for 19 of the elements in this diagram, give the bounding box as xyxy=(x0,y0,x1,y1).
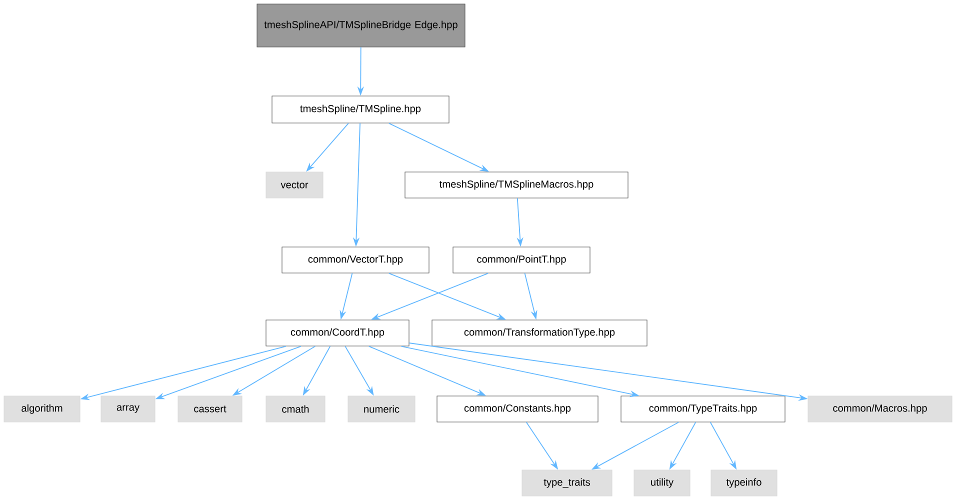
file-box: tmeshSpline/TMSpline.hpp xyxy=(272,96,450,124)
system-header-box: typeinfo xyxy=(710,470,778,496)
file-box: common/VectorT.hpp xyxy=(282,246,430,274)
system-header-box: common/Macros.hpp xyxy=(808,396,952,422)
file-box: tmeshSpline/TMSplineMacros.hpp xyxy=(404,172,628,198)
system-header-box: cmath xyxy=(266,396,326,422)
file-box: common/CoordT.hpp xyxy=(266,320,410,346)
system-header-box: numeric xyxy=(348,396,416,422)
file-box: common/PointT.hpp xyxy=(452,246,590,274)
system-header-box: algorithm xyxy=(4,396,80,422)
root-file-box: tmeshSplineAPI/TMSplineBridge Edge.hpp xyxy=(256,4,466,48)
file-box: common/Constants.hpp xyxy=(436,396,598,422)
system-header-box: utility xyxy=(634,470,690,496)
system-header-box: cassert xyxy=(178,396,242,422)
file-box: common/TypeTraits.hpp xyxy=(620,396,786,422)
system-header-box: vector xyxy=(266,172,324,198)
system-header-box: type_traits xyxy=(522,470,612,496)
file-box: common/TransformationType.hpp xyxy=(432,320,648,346)
system-header-box: array xyxy=(100,396,156,422)
